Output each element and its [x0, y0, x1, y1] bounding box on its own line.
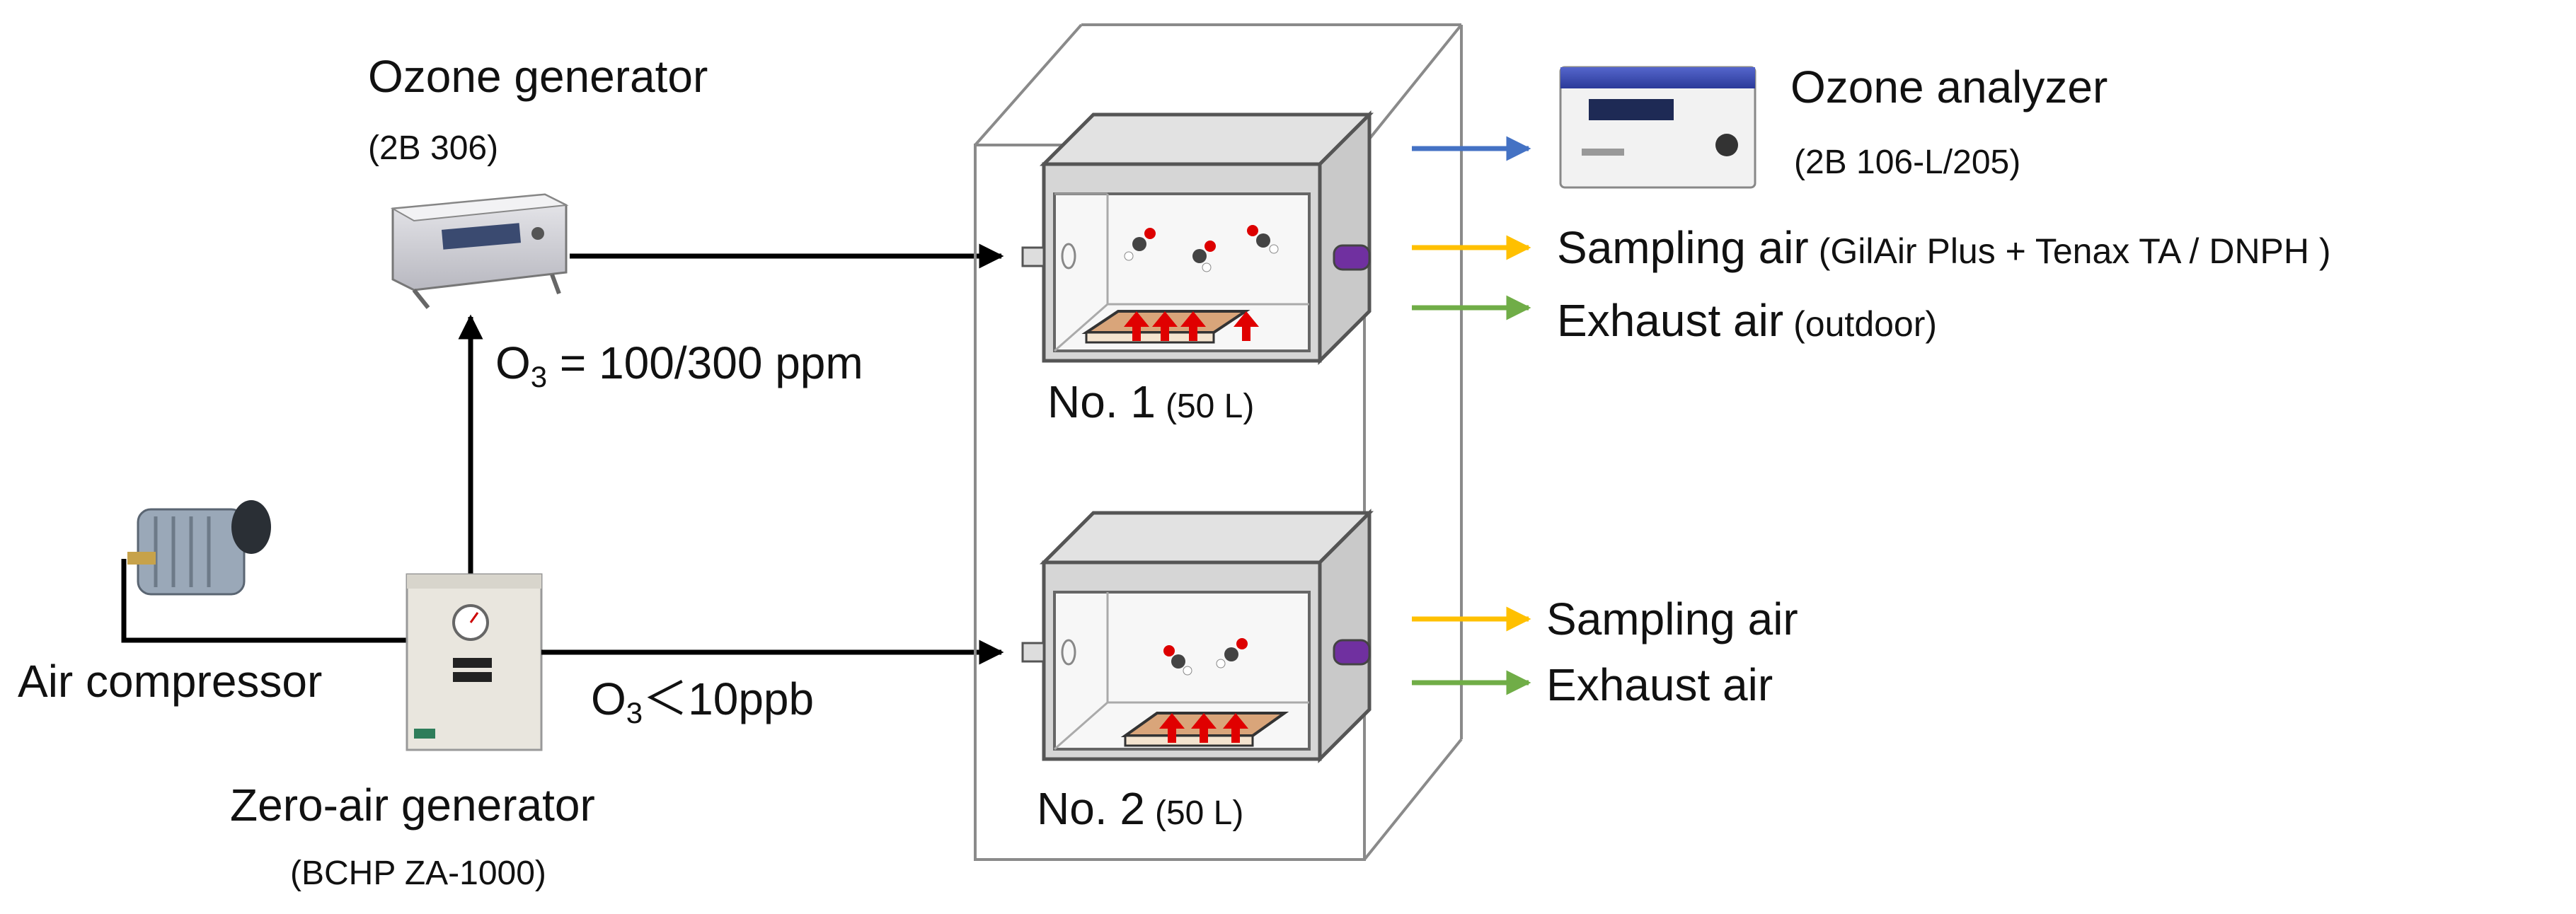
o3-high-sub: 3 — [531, 360, 547, 393]
sampling-air-1-label: Sampling air(GilAir Plus + Tenax TA / DN… — [1557, 222, 2331, 273]
air-compressor-image — [127, 500, 271, 596]
chamber-2-label: No. 2 (50 L) — [1037, 783, 1243, 834]
ozone-analyzer-title: Ozone analyzer — [1790, 62, 2108, 112]
ozone-analyzer-model: (2B 106-L/205) — [1794, 144, 2020, 181]
o3-low-sub: 3 — [626, 696, 643, 729]
air-compressor-label: Air compressor — [18, 656, 322, 707]
compressor-to-zero-air-line — [121, 559, 407, 643]
o3-high-label: O3 = 100/300 ppm — [495, 337, 863, 393]
o3-high-suffix: = 100/300 ppm — [547, 337, 863, 388]
o3-low-label: O3＜10ppb — [591, 673, 814, 729]
exhaust-air-1-detail: (outdoor) — [1793, 304, 1937, 344]
sampling-air-1-main: Sampling air — [1557, 222, 1809, 273]
sampling-air-1-detail: (GilAir Plus + Tenax TA / DNPH ) — [1819, 231, 2331, 271]
ozone-generator-title: Ozone generator — [368, 51, 708, 102]
chamber-2-volume: (50 L) — [1155, 794, 1243, 832]
zero-air-generator-image — [406, 573, 543, 751]
exhaust-air-1-main: Exhaust air — [1557, 295, 1783, 346]
exhaust-air-2-label: Exhaust air — [1546, 659, 1773, 710]
chamber-1-heat-arrows — [1124, 311, 1259, 341]
zero-air-generator-title: Zero-air generator — [230, 780, 595, 831]
chamber-1-name: No. 1 — [1047, 376, 1156, 427]
zero-air-generator-model: (BCHP ZA-1000) — [290, 855, 546, 892]
chamber-2-name: No. 2 — [1037, 783, 1145, 834]
chamber-1 — [1021, 110, 1374, 366]
o3-high-prefix: O — [495, 337, 531, 388]
sampling-air-2-label: Sampling air — [1546, 594, 1798, 644]
chamber-2-molecules — [1163, 638, 1248, 676]
exhaust-air-1-label: Exhaust air(outdoor) — [1557, 295, 1937, 346]
chamber-2 — [1021, 508, 1374, 764]
ozone-analyzer-image — [1559, 66, 1756, 189]
chamber-1-volume: (50 L) — [1166, 388, 1254, 425]
ozone-generator-image — [390, 193, 569, 309]
ozone-generator-model: (2B 306) — [368, 129, 498, 167]
chamber-1-molecules — [1124, 225, 1279, 272]
o3-low-suffix: ＜10ppb — [643, 673, 814, 724]
chamber-2-heat-arrows — [1159, 713, 1248, 743]
o3-low-prefix: O — [591, 673, 626, 724]
chamber-1-label: No. 1 (50 L) — [1047, 376, 1254, 427]
